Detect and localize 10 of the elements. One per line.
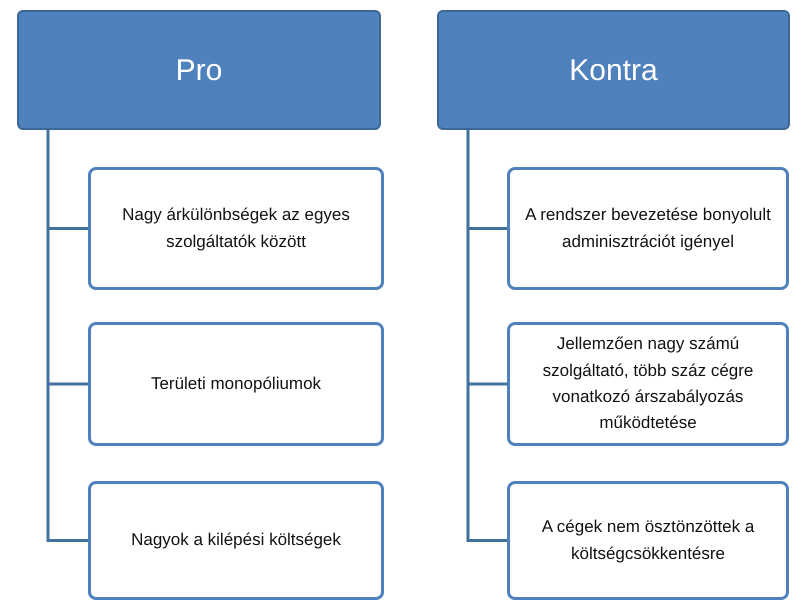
item-box: Nagy árkülönbségek az egyes szolgáltatók között: [88, 167, 384, 290]
item-box: Nagyok a kilépési költségek: [88, 481, 384, 600]
item-box: A cégek nem ösztönzöttek a költségcsökkentésre: [507, 481, 789, 600]
connector-line: [466, 130, 507, 542]
item-box: Jellemzően nagy számú szolgáltató, több száz cégre vonatkozó árszabályozás működtetése: [507, 322, 789, 446]
item-box: Területi monopóliumok: [88, 322, 384, 446]
header-box: Pro: [17, 10, 381, 130]
connector-line: [46, 130, 88, 542]
header-box: Kontra: [437, 10, 790, 130]
item-box: A rendszer bevezetése bonyolult adminisztrációt igényel: [507, 167, 789, 290]
